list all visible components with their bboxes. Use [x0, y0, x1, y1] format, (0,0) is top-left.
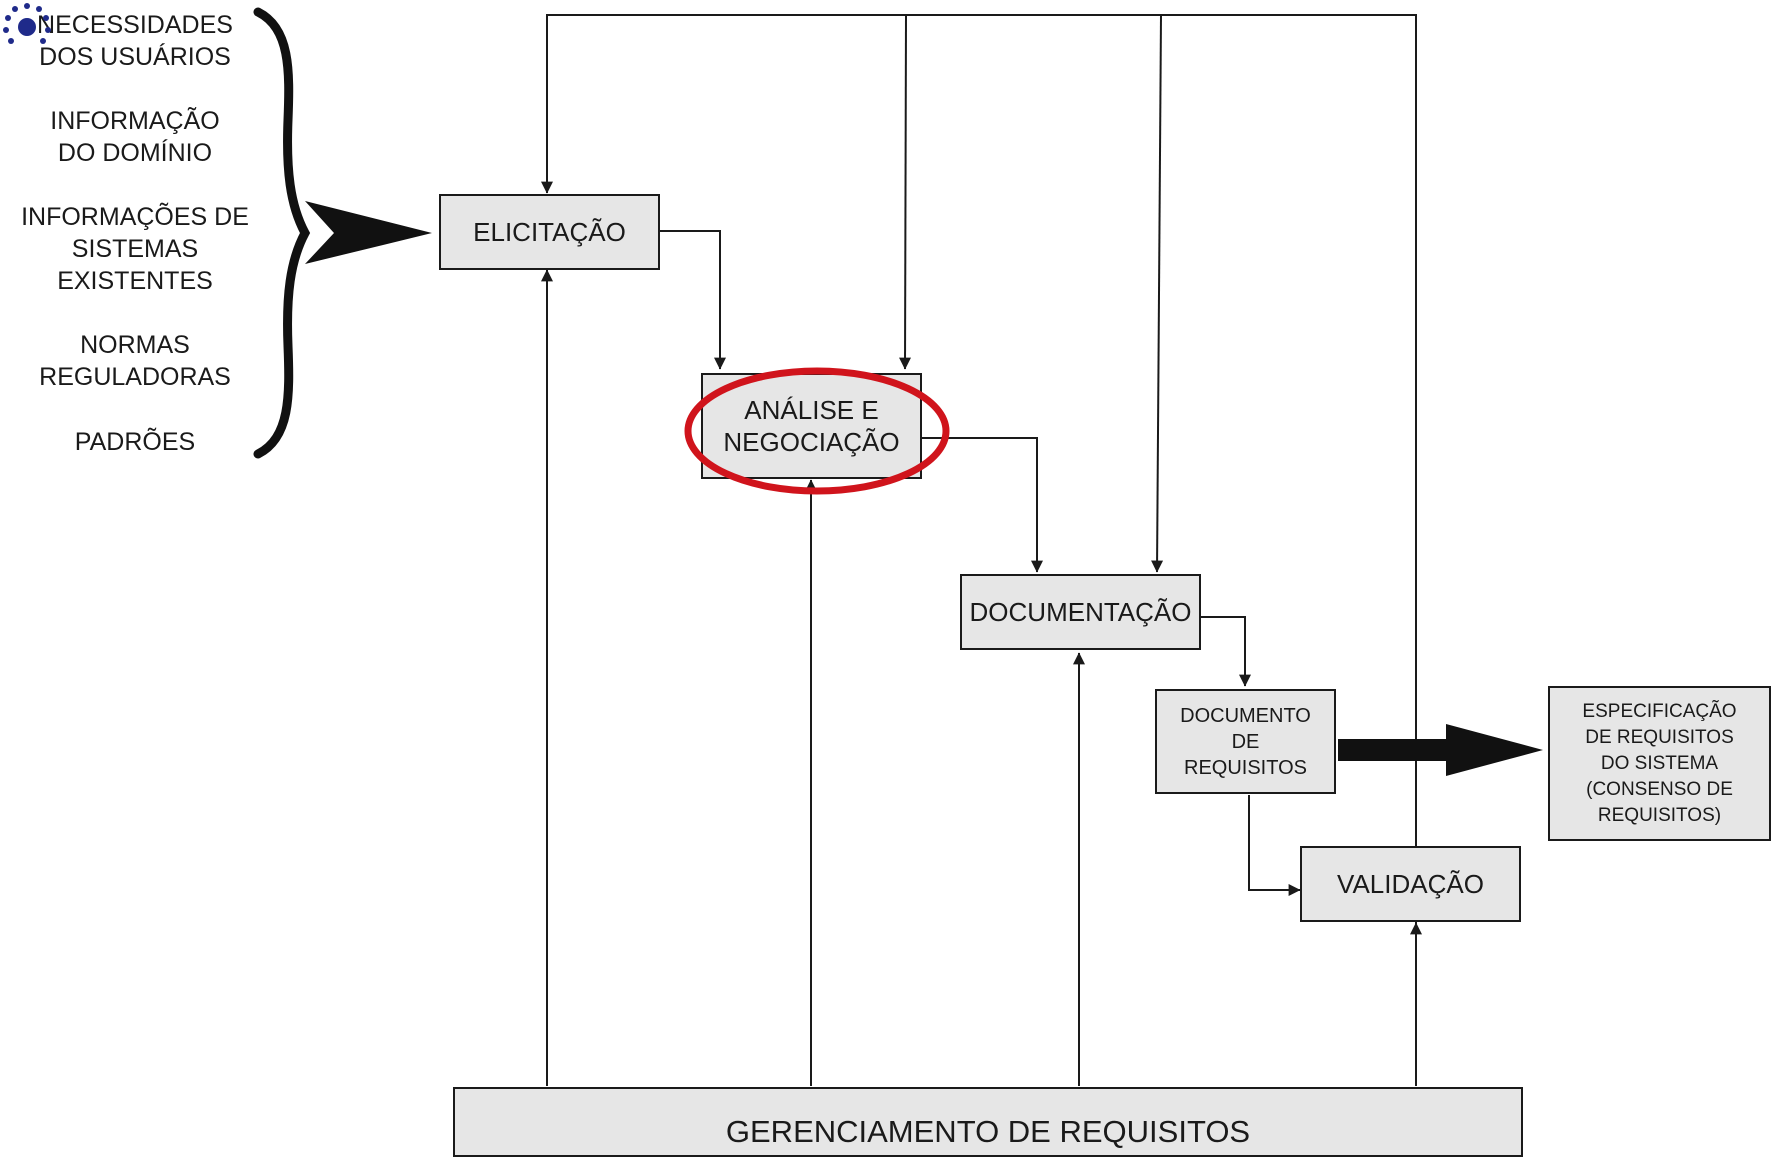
- inputs-brace: [253, 7, 311, 459]
- documentacao-to-documento: [1201, 616, 1251, 687]
- box-gerenciamento-de-requisitos: GERENCIAMENTO DE REQUISITOS: [453, 1087, 1523, 1157]
- input-padroes: PADRÕES: [74, 428, 196, 456]
- box-analise-e-negociacao: ANÁLISE E NEGOCIAÇÃO: [701, 373, 922, 479]
- feedback-to-documentacao: [1151, 14, 1164, 573]
- inputs-arrowhead: [305, 201, 432, 264]
- analise-to-documentacao: [922, 437, 1043, 573]
- input-necessidades-dos-usuarios: NECESSIDADES DOS USUÁRIOS: [37, 11, 233, 71]
- elicitacao-to-analise: [660, 230, 726, 370]
- box-especificacao-de-requisitos: ESPECIFICAÇÃO DE REQUISITOS DO SISTEMA (…: [1548, 686, 1771, 841]
- documento-to-validacao: [1248, 795, 1301, 896]
- input-informacao-do-dominio: INFORMAÇÃO DO DOMÍNIO: [50, 107, 220, 167]
- input-normas-reguladoras: NORMAS REGULADORAS: [39, 331, 231, 391]
- output-arrow-shaft: [1338, 739, 1448, 761]
- input-informacoes-de-sistemas: INFORMAÇÕES DE SISTEMAS EXISTENTES: [21, 203, 249, 295]
- box-validacao: VALIDAÇÃO: [1300, 846, 1521, 922]
- output-arrow-head: [1446, 724, 1543, 776]
- feedback-to-analise: [899, 14, 912, 370]
- box-documento-de-requisitos: DOCUMENTO DE REQUISITOS: [1155, 689, 1336, 794]
- box-documentacao: DOCUMENTAÇÃO: [960, 574, 1201, 650]
- feedback-frame: [541, 14, 1417, 1086]
- box-elicitacao: ELICITAÇÃO: [439, 194, 660, 270]
- dotted-circle-logo-icon: [3, 3, 51, 44]
